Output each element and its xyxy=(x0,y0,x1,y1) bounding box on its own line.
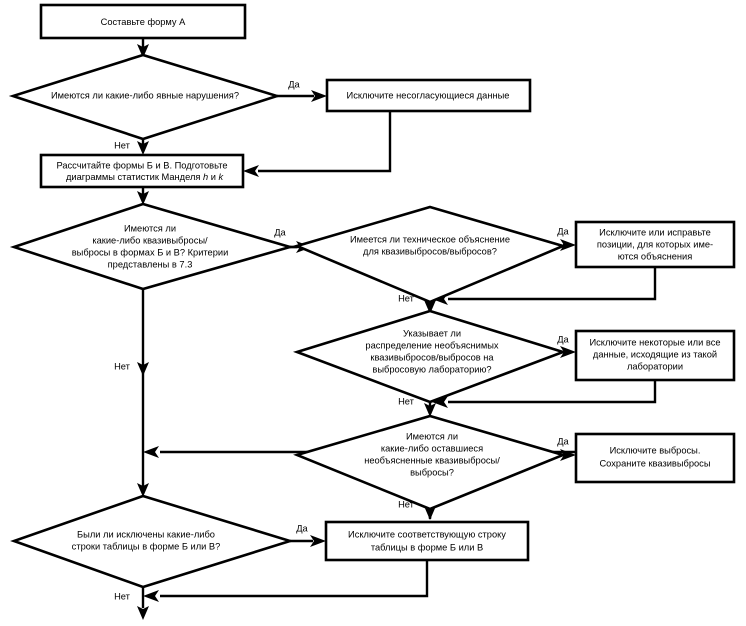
arrowhead-d2-no-mid xyxy=(137,362,149,376)
arrowhead-d4-no xyxy=(424,403,436,417)
arrowhead-d1-no xyxy=(137,141,149,155)
node-decision-rows-excluded[interactable]: Были ли исключены какие-либо строки табл… xyxy=(10,494,295,589)
edge-excl-lab-return xyxy=(448,380,657,404)
edge-excl-table-return xyxy=(160,560,429,598)
decision-rows-excluded-line-1: Были ли исключены какие-либо xyxy=(77,529,215,539)
decision-obvious-violations-diamond[interactable] xyxy=(8,53,282,141)
decision-lab-distribution-line-2: распределение необъяснимых xyxy=(365,340,499,350)
decision-obvious-violations-label: Имеются ли какие-либо явные нарушения? xyxy=(51,90,239,100)
calc-forms-bv-line-2: диаграммы статистик Манделя h и k xyxy=(43,172,242,182)
start-form-a-label: Составьте форму А xyxy=(101,17,187,27)
edge-label-d3-no: Нет xyxy=(398,293,415,303)
arrowhead-excl-outliers-return xyxy=(143,446,159,458)
node-exclude-table-row[interactable]: Исключите соответствующую строку таблицы… xyxy=(324,520,530,562)
arrowhead-d3-yes xyxy=(560,239,576,251)
decision-lab-distribution-line-4: выбросовую лабораторию? xyxy=(372,364,491,374)
exclude-or-correct-line-2: позиции, для которых име- xyxy=(597,239,713,249)
node-decision-quasi-outliers[interactable]: Имеются ли какие-либо квазивыбросы/ выбр… xyxy=(9,202,295,291)
edge-label-d2-yes: Да xyxy=(274,227,286,237)
decision-technical-explanation-line-1: Имеется ли техническое объяснение xyxy=(350,234,510,244)
decision-lab-distribution-diamond[interactable] xyxy=(292,309,568,404)
exclude-table-row-line-1: Исключите соответствующую строку xyxy=(348,529,506,539)
decision-remaining-unexplained-line-1: Имеются ли xyxy=(406,431,458,441)
decision-quasi-outliers-line-2: какие-либо квазивыбросы/ xyxy=(92,235,208,245)
exclude-table-row-box[interactable] xyxy=(324,520,530,562)
exclude-lab-data-line-3: лаборатории xyxy=(627,361,683,371)
arrowhead-d5-no xyxy=(424,506,436,520)
node-calc-forms-bv[interactable]: Рассчитайте формы Б и В. Подготовьте диа… xyxy=(39,153,245,189)
decision-rows-excluded-line-2: строки таблицы в форме Б или В? xyxy=(72,541,221,551)
exclude-lab-data-line-2: данные, исходящие из такой xyxy=(593,349,717,359)
arrowhead-start-to-d1 xyxy=(137,44,149,58)
arrowhead-d3-no xyxy=(424,300,436,314)
edge-excl-correct-return xyxy=(448,267,657,301)
decision-technical-explanation-line-2: для квазивыбросов/выбросов? xyxy=(363,246,497,256)
decision-remaining-unexplained-line-2: какие-либо оставшиеся xyxy=(381,443,483,453)
edge-label-d3-yes: Да xyxy=(557,226,569,236)
decision-lab-distribution-line-3: квазивыбросов/выбросов на xyxy=(370,352,494,362)
exclude-or-correct-box[interactable] xyxy=(574,220,736,269)
node-exclude-lab-data[interactable]: Исключите некоторые или все данные, исхо… xyxy=(574,329,736,382)
arrowhead-d4-yes xyxy=(560,346,576,358)
node-decision-remaining-unexplained[interactable]: Имеются ли какие-либо оставшиеся необъяс… xyxy=(293,414,567,511)
node-exclude-inconsistent[interactable]: Исключите несогласующиеся данные xyxy=(325,78,532,113)
exclude-lab-data-box[interactable] xyxy=(574,329,736,382)
arrowhead-calc-to-d2 xyxy=(137,191,149,205)
decision-quasi-outliers-line-1: Имеются ли xyxy=(124,223,176,233)
decision-quasi-outliers-line-3: выбросы в формах Б и В? Критерии xyxy=(72,247,229,257)
exclude-lab-data-line-1: Исключите некоторые или все xyxy=(589,337,720,347)
calc-forms-bv-line-1: Рассчитайте формы Б и В. Подготовьте xyxy=(56,160,227,170)
exclude-outliers-keep-quasi-line-2: Сохраните квазивыбросы xyxy=(599,458,710,468)
exclude-or-correct-line-1: Исключите или исправьте xyxy=(599,227,711,237)
edge-label-d4-yes: Да xyxy=(557,334,569,344)
arrowhead-d1-yes xyxy=(311,90,327,102)
edge-excl-inconsistent-return xyxy=(258,111,392,173)
node-decision-lab-distribution[interactable]: Указывает ли распределение необъяснимых … xyxy=(292,309,568,404)
start-form-a-box[interactable] xyxy=(39,3,247,40)
edge-label-d1-yes: Да xyxy=(288,79,300,89)
node-start-form-a[interactable]: Составьте форму А xyxy=(39,3,247,40)
arrowhead-excl-table-return xyxy=(143,590,159,602)
arrowhead-d2-no xyxy=(137,483,149,497)
exclude-or-correct-line-3: ются объяснения xyxy=(618,251,693,261)
edge-label-d4-no: Нет xyxy=(398,396,415,406)
exclude-outliers-keep-quasi-box[interactable] xyxy=(574,432,736,484)
arrowhead-excl-lab-return xyxy=(432,396,448,408)
decision-remaining-unexplained-line-3: необъясненные квазивыбросы/ xyxy=(364,455,500,465)
edge-label-d6-no: Нет xyxy=(114,591,131,601)
calc-forms-bv-box[interactable] xyxy=(39,153,245,189)
node-exclude-or-correct[interactable]: Исключите или исправьте позиции, для кот… xyxy=(574,220,736,269)
arrowhead-d6-no xyxy=(137,606,149,620)
decision-quasi-outliers-diamond[interactable] xyxy=(9,202,295,291)
node-exclude-outliers-keep-quasi[interactable]: Исключите выбросы. Сохраните квазивыброс… xyxy=(574,432,736,484)
edge-labels-layer: Да Нет Да Нет Да Нет Да Нет Да Нет Да Не… xyxy=(114,79,569,601)
arrowhead-excl-inconsistent-return xyxy=(243,165,259,177)
decision-technical-explanation-diamond[interactable] xyxy=(293,205,567,304)
edge-label-d5-yes: Да xyxy=(557,436,569,446)
decision-remaining-unexplained-diamond[interactable] xyxy=(293,414,567,511)
node-decision-obvious-violations[interactable]: Имеются ли какие-либо явные нарушения? xyxy=(8,53,282,141)
edge-label-d2-no: Нет xyxy=(114,361,131,371)
edge-label-d1-no: Нет xyxy=(114,140,131,150)
decision-rows-excluded-diamond[interactable] xyxy=(10,494,295,589)
arrowhead-d6-yes xyxy=(310,535,326,547)
edge-label-d5-no: Нет xyxy=(398,499,415,509)
decision-lab-distribution-line-1: Указывает ли xyxy=(403,328,461,338)
exclude-inconsistent-box[interactable] xyxy=(325,78,532,113)
decision-remaining-unexplained-line-4: выбросы? xyxy=(410,467,454,477)
decision-quasi-outliers-line-4: представлены в 7.3 xyxy=(108,259,193,269)
exclude-outliers-keep-quasi-line-1: Исключите выбросы. xyxy=(610,445,701,455)
node-decision-technical-explanation[interactable]: Имеется ли техническое объяснение для кв… xyxy=(293,205,567,304)
exclude-inconsistent-label: Исключите несогласующиеся данные xyxy=(347,90,510,100)
exclude-table-row-line-2: таблицы в форме Б или В xyxy=(371,542,483,552)
edge-label-d6-yes: Да xyxy=(296,523,308,533)
